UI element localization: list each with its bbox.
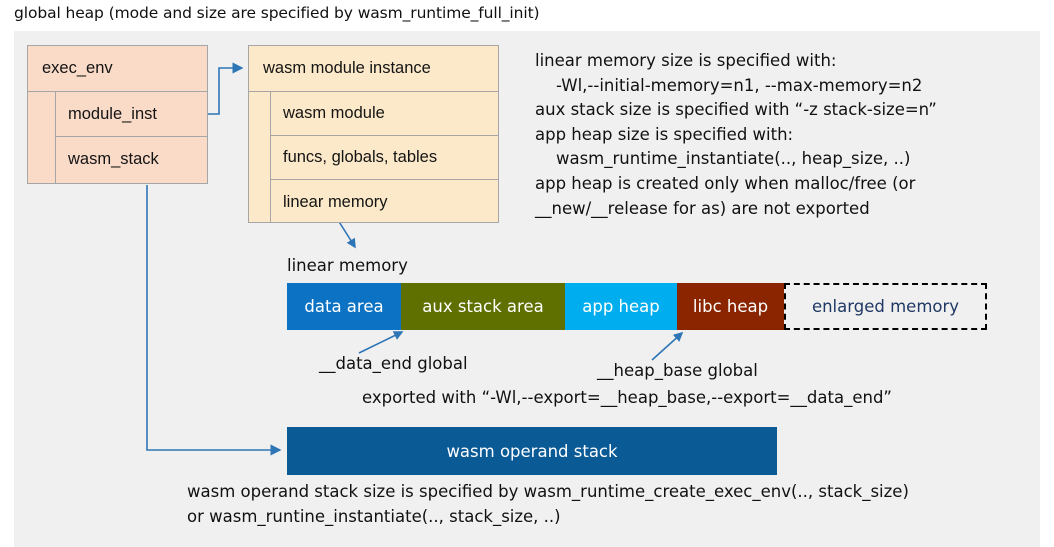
arrow-heap-base-callout <box>651 331 684 361</box>
module-instance-gutter <box>249 92 271 223</box>
linear-memory-label: linear memory <box>287 256 408 275</box>
arrow-wasm-stack-to-operand-stack <box>146 185 282 456</box>
export-flags-note: exported with “-Wl,--export=__heap_base,… <box>362 388 892 407</box>
memory-segment-enlarged-memory: enlarged memory <box>784 283 987 330</box>
exec-env-box: exec_env module_inst wasm_stack <box>27 45 208 184</box>
module-instance-row-wasm-module: wasm module <box>271 92 498 136</box>
linear-memory-notes: linear memory size is specified with: -W… <box>535 51 937 218</box>
exec-env-body: module_inst wasm_stack <box>28 92 207 183</box>
memory-segment-app-heap: app heap <box>565 283 677 330</box>
module-instance-body: wasm module funcs, globals, tables linea… <box>249 92 498 224</box>
memory-segment-aux-stack-area: aux stack area <box>401 283 565 330</box>
memory-segment-libc-heap: libc heap <box>677 283 784 330</box>
exec-env-rows: module_inst wasm_stack <box>56 92 207 183</box>
operand-stack-notes: wasm operand stack size is specified by … <box>187 482 909 526</box>
exec-env-gutter <box>28 92 56 183</box>
module-instance-row-linear-memory: linear memory <box>283 192 388 211</box>
page-title: global heap (mode and size are specified… <box>14 4 540 22</box>
module-instance-rows: wasm module funcs, globals, tables linea… <box>271 92 498 224</box>
module-instance-row-funcs-globals-tables: funcs, globals, tables <box>271 136 498 180</box>
wasm-module-instance-box: wasm module instance wasm module funcs, … <box>248 45 499 223</box>
memory-segment-data-area: data area <box>287 283 401 330</box>
exec-env-row-module-inst: module_inst <box>56 92 207 137</box>
data-end-global-label: __data_end global <box>319 354 468 373</box>
heap-base-global-label: __heap_base global <box>597 361 758 380</box>
exec-env-row-wasm-stack: wasm_stack <box>68 150 159 168</box>
wasm-operand-stack-bar: wasm operand stack <box>287 427 777 475</box>
module-instance-header: wasm module instance <box>249 46 498 92</box>
exec-env-header: exec_env <box>28 46 207 92</box>
diagram-canvas: exec_env module_inst wasm_stack wasm mod… <box>14 31 1040 547</box>
arrow-data-end-callout <box>358 331 404 354</box>
